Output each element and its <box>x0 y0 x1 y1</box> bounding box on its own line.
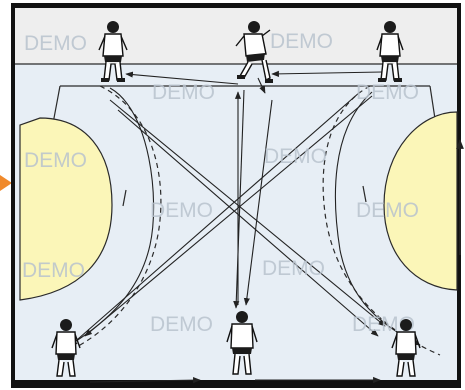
pass-arrow-top-left-diagonal-2 <box>117 109 379 337</box>
pass-arrow-bottom-left-right <box>89 377 201 384</box>
watermark-text: DEMO <box>24 149 87 172</box>
watermark-text: DEMO <box>264 145 327 168</box>
handball-player-icon <box>376 21 404 82</box>
run-arrow-center-down-2 <box>243 99 273 306</box>
pass-arrow-top-left-diagonal <box>109 99 386 327</box>
pass-arrow-center-to-top-left <box>125 71 239 85</box>
curve-arrow-left-wing <box>69 87 155 346</box>
watermark-text: DEMO <box>356 199 419 222</box>
handball-player-icon <box>51 319 81 377</box>
handball-player-running-icon <box>235 21 273 83</box>
pass-arrow-top-right-diagonal-2 <box>69 91 361 347</box>
watermark-text: DEMO <box>150 313 213 336</box>
left-goal-area <box>19 117 113 301</box>
left-penalty-mark <box>122 189 127 207</box>
run-arrow-center-down <box>233 89 245 309</box>
watermark-text: DEMO <box>352 313 415 336</box>
side-tab-marker <box>0 175 12 191</box>
watermarks: DEMO DEMO DEMO DEMO DEMO DEMO DEMO DEMO … <box>22 30 419 336</box>
watermark-text: DEMO <box>22 259 85 282</box>
handball-player-icon <box>226 311 258 375</box>
handball-player-icon <box>98 21 128 82</box>
drill-arrows <box>69 70 421 384</box>
handball-player-icon <box>391 319 421 377</box>
watermark-text: DEMO <box>152 81 215 104</box>
watermark-text: DEMO <box>270 30 333 53</box>
watermark-text: DEMO <box>262 257 325 280</box>
watermark-text: DEMO <box>356 81 419 104</box>
run-arrow-top-center <box>257 77 266 94</box>
pass-arrow-top-right-diagonal <box>84 95 373 337</box>
watermark-text: DEMO <box>150 199 213 222</box>
right-free-throw-line <box>322 85 441 356</box>
watermark-text: DEMO <box>24 32 87 55</box>
curve-arrow-right-wing <box>334 91 421 346</box>
right-penalty-mark <box>362 185 367 203</box>
pass-arrow-top-right-to-center <box>271 70 383 77</box>
right-goal-area <box>383 111 458 291</box>
left-free-throw-line <box>59 85 162 356</box>
